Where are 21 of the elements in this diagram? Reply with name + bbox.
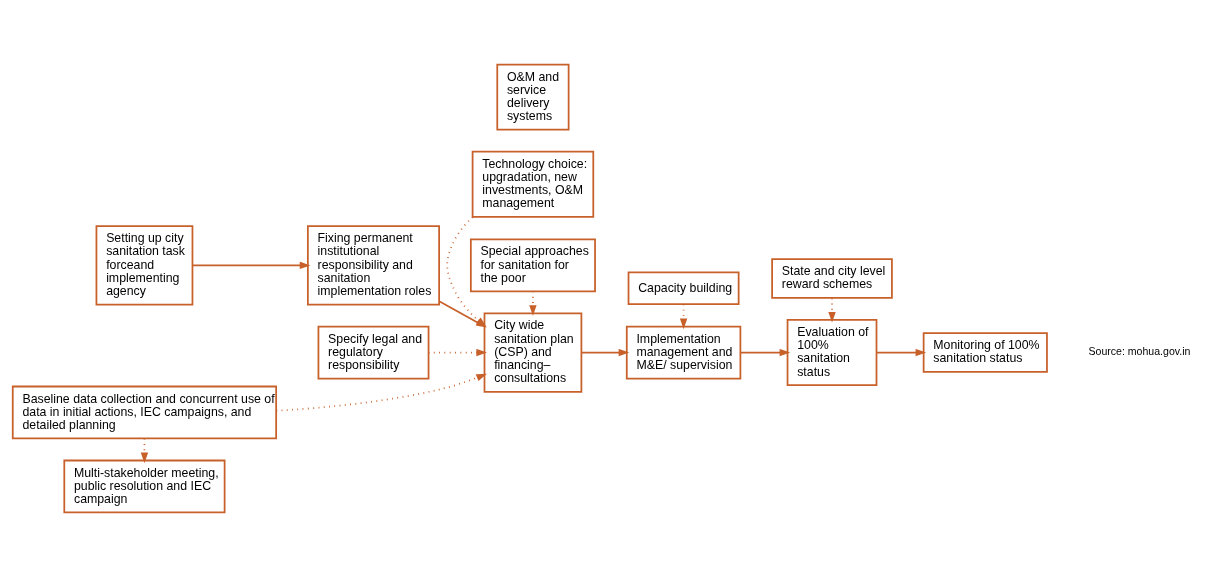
node-box: Capacity building: [627, 271, 740, 305]
node-box: Technology choice: upgradation, new investments, O&M management: [471, 150, 595, 218]
arrow: [580, 348, 630, 356]
node-box: Specify legal and regulatory responsibility: [317, 325, 430, 379]
node-box: State and city level reward schemes: [771, 257, 893, 299]
arrow: [739, 348, 791, 356]
node-box: Fixing permanent institutional responsibility and sanitation implementation roles: [307, 224, 440, 305]
node-box: Monitoring of 100% sanitation status: [922, 331, 1048, 373]
node-box: O&M and service delivery systems: [496, 63, 570, 131]
node-box: Evaluation of 100% sanitation status: [786, 318, 878, 386]
node-box: Implementation management and M&E/ supervision: [625, 325, 742, 379]
node-box: Baseline data collection and concurrent use of data in initial actions, IEC campaigns, and detailed planning: [11, 385, 278, 439]
node-box: Setting up city sanitation task forceand implementing agency: [95, 224, 194, 305]
arrow: [875, 348, 927, 356]
node-box: Special approaches for sanitation for the poor: [469, 238, 596, 292]
arrow: [529, 290, 537, 316]
arrow: [275, 373, 487, 412]
arrow: [191, 261, 311, 269]
node-box: City wide sanitation plan (CSP) and financing– consultations: [483, 312, 583, 393]
label: Source: mohua.gov.in: [1088, 344, 1191, 357]
node-box: Multi-stakeholder meeting, public resolution and IEC campaign: [63, 459, 226, 513]
